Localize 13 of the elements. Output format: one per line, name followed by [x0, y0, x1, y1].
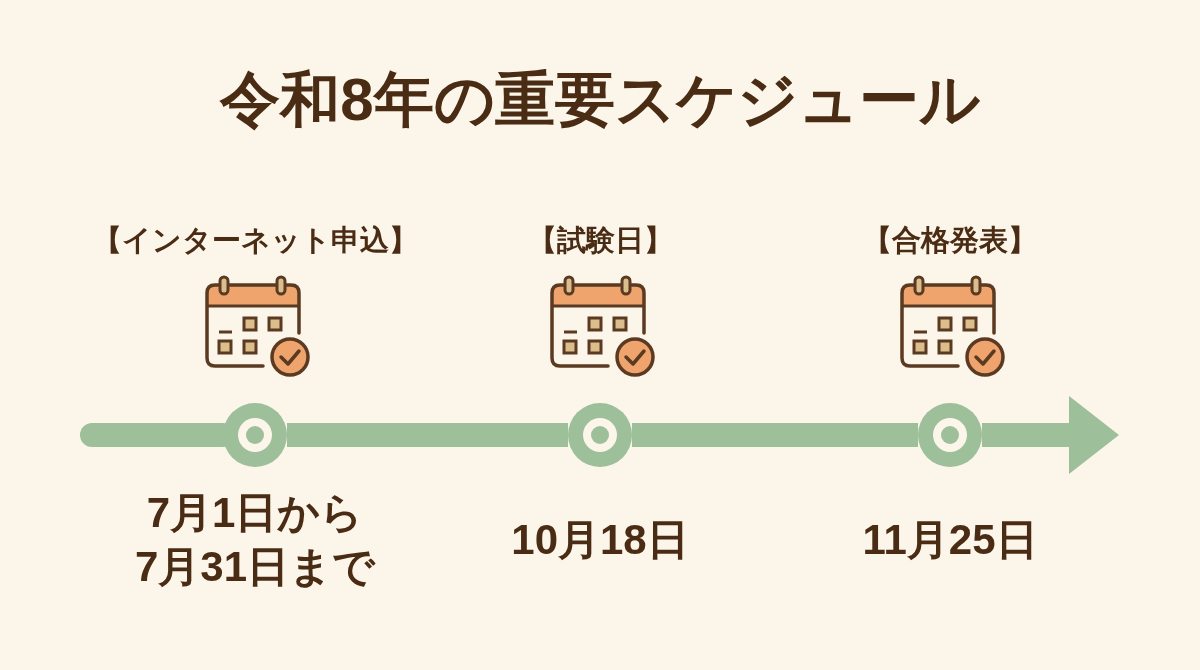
event-heading: 【インターネット申込】	[92, 223, 418, 258]
event-date: 11月25日	[862, 515, 1038, 565]
timeline-marker	[918, 403, 982, 467]
timeline-marker	[223, 403, 287, 467]
event-date: 7月1日から7月31日まで	[134, 488, 376, 592]
event-heading: 【試験日】	[527, 223, 673, 258]
timeline-line	[632, 423, 918, 447]
title: 令和8年の重要スケジュール	[220, 65, 980, 135]
arrow	[982, 396, 1119, 474]
event-date: 10月18日	[511, 515, 689, 565]
timeline-line	[287, 423, 568, 447]
event-heading: 【合格発表】	[863, 223, 1037, 258]
timeline-marker	[568, 403, 632, 467]
